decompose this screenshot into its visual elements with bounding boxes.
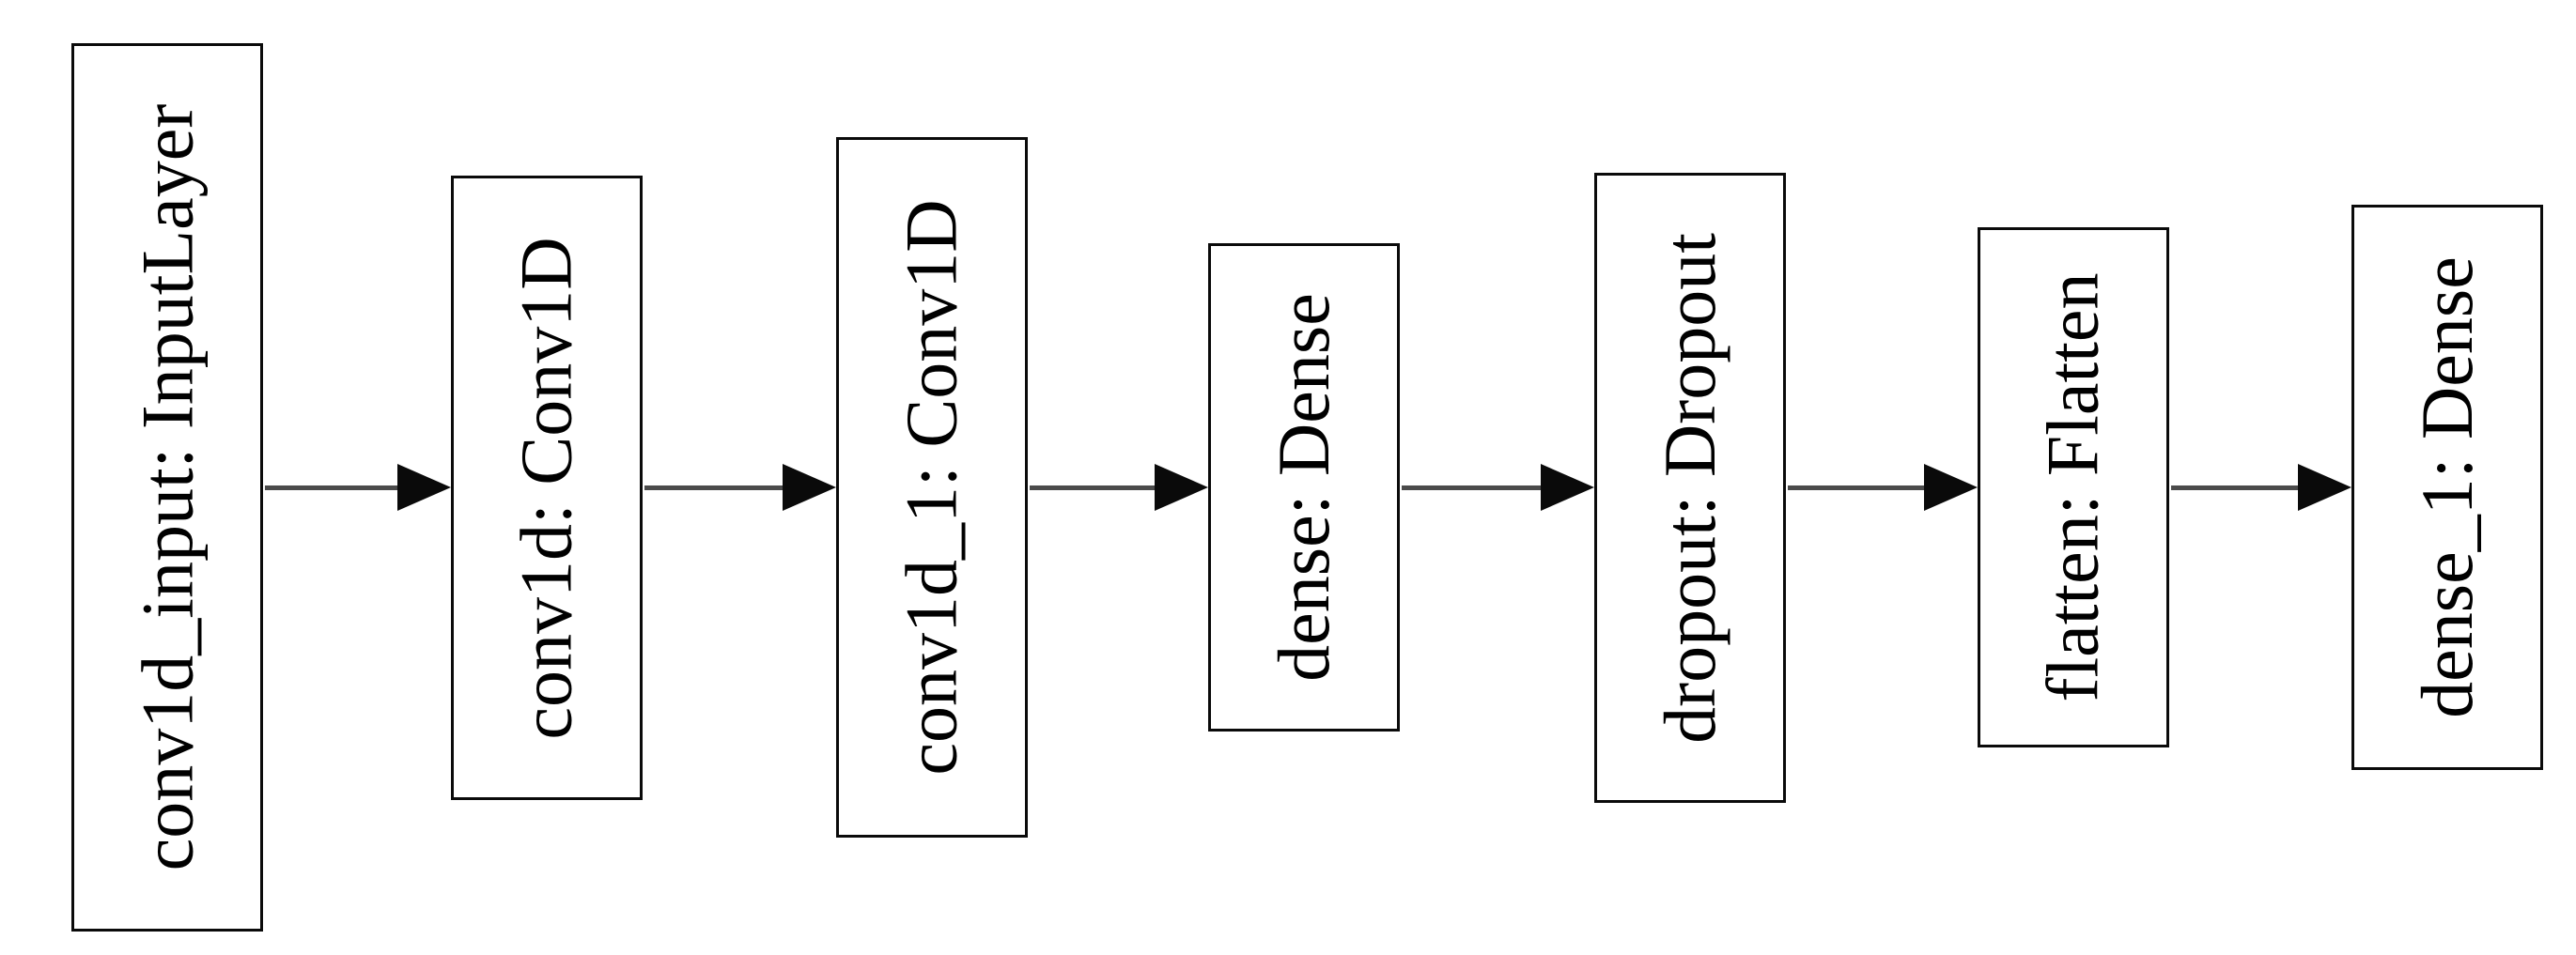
edge-shaft [644,485,787,490]
arrowhead-icon [1155,464,1208,511]
node-label: dense_1: Dense [2406,256,2489,718]
node-dense: dense: Dense [1208,243,1400,732]
node-label: conv1d_1: Conv1D [891,199,972,776]
node-conv1d-1: conv1d_1: Conv1D [836,137,1028,838]
edge-shaft [265,485,402,490]
edge-shaft [1788,485,1929,490]
edge-shaft [2171,485,2303,490]
node-conv1d: conv1d: Conv1D [451,176,643,800]
arrowhead-icon [1924,464,1978,511]
edge-shaft [1030,485,1159,490]
node-label: conv1d: Conv1D [505,236,587,740]
arrowhead-icon [2298,464,2351,511]
node-label: conv1d_input: InputLayer [126,103,209,871]
node-conv1d-input: conv1d_input: InputLayer [71,43,263,932]
node-label: dense: Dense [1263,293,1345,682]
arrowhead-icon [397,464,451,511]
node-label: dropout: Dropout [1649,232,1731,744]
node-flatten: flatten: Flatten [1978,227,2169,747]
node-dropout: dropout: Dropout [1594,173,1786,803]
node-label: flatten: Flatten [2032,272,2114,702]
edge-shaft [1402,485,1545,490]
arrowhead-icon [1541,464,1594,511]
node-dense-1: dense_1: Dense [2351,205,2543,770]
arrowhead-icon [783,464,836,511]
